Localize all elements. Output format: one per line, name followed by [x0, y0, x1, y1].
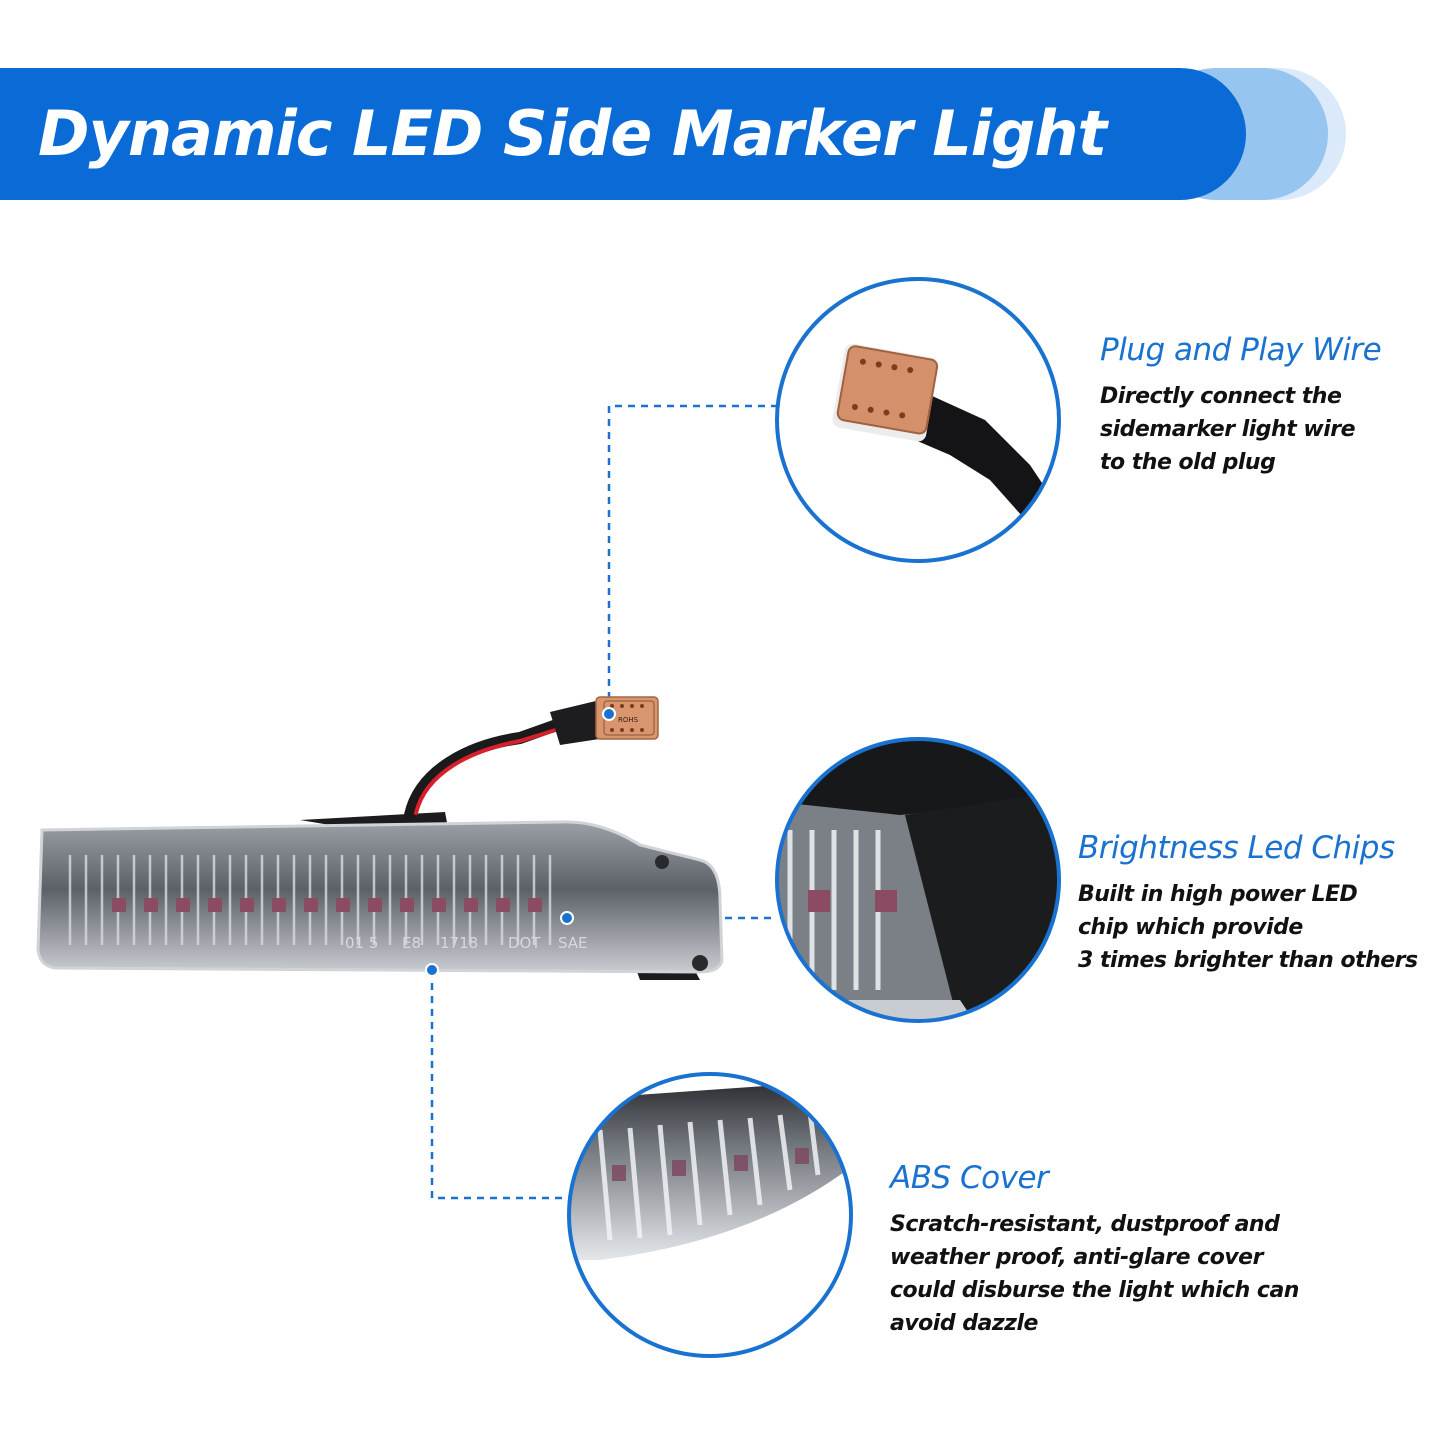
feature-text-line: Built in high power LED	[1078, 882, 1358, 907]
feature-abs-cover: ABS Cover Scratch-resistant, dustproof a…	[890, 1160, 1299, 1340]
svg-text:01 5: 01 5	[345, 934, 378, 952]
anchor-dot-plug	[602, 707, 616, 721]
feature-text-line: avoid dazzle	[890, 1311, 1038, 1336]
feature-text-line: Directly connect the	[1100, 384, 1342, 409]
callout-dots	[425, 707, 616, 977]
feature-text-line: weather proof, anti-glare cover	[890, 1245, 1263, 1270]
feature-text-line: to the old plug	[1100, 450, 1276, 475]
cover-closeup-circle	[567, 1072, 853, 1358]
header-banner: Dynamic LED Side Marker Light	[0, 68, 1440, 200]
feature-text-line: sidemarker light wire	[1100, 417, 1356, 442]
feature-title: Plug and Play Wire	[1100, 332, 1382, 368]
led-chip-row	[112, 898, 542, 912]
callout-lines	[430, 404, 778, 1200]
svg-text:SAE: SAE	[558, 934, 588, 952]
wire-cable	[404, 716, 571, 821]
svg-text:E8: E8	[402, 934, 421, 952]
connector-marking: ROHS	[618, 716, 639, 724]
anchor-dot-cover	[425, 963, 439, 977]
callout-line-plug	[607, 404, 778, 712]
callout-line-cover	[430, 970, 585, 1200]
svg-text:1718: 1718	[440, 934, 478, 952]
feature-plug-and-play: Plug and Play Wire Directly connect the …	[1100, 332, 1382, 479]
banner-background	[0, 68, 1346, 200]
feature-title: ABS Cover	[890, 1160, 1049, 1196]
lens-markings: 01 5 E8 1718 DOT SAE	[345, 934, 588, 952]
feature-text-line: 3 times brighter than others	[1078, 948, 1418, 973]
page-title: Dynamic LED Side Marker Light	[38, 97, 1107, 170]
plug-closeup-circle	[775, 277, 1061, 563]
chips-closeup-circle	[775, 737, 1061, 1023]
feature-text-line: Scratch-resistant, dustproof and	[890, 1212, 1280, 1237]
anchor-dot-chips	[560, 911, 574, 925]
feature-text-line: could disburse the light which can	[890, 1278, 1299, 1303]
svg-text:DOT: DOT	[508, 934, 541, 952]
marker-light: ROHS 01 5 E8 1718 DOT SAE	[36, 696, 724, 980]
feature-brightness-led-chips: Brightness Led Chips Built in high power…	[1078, 830, 1418, 977]
feature-text-line: chip which provide	[1078, 915, 1303, 940]
feature-title: Brightness Led Chips	[1078, 830, 1395, 866]
